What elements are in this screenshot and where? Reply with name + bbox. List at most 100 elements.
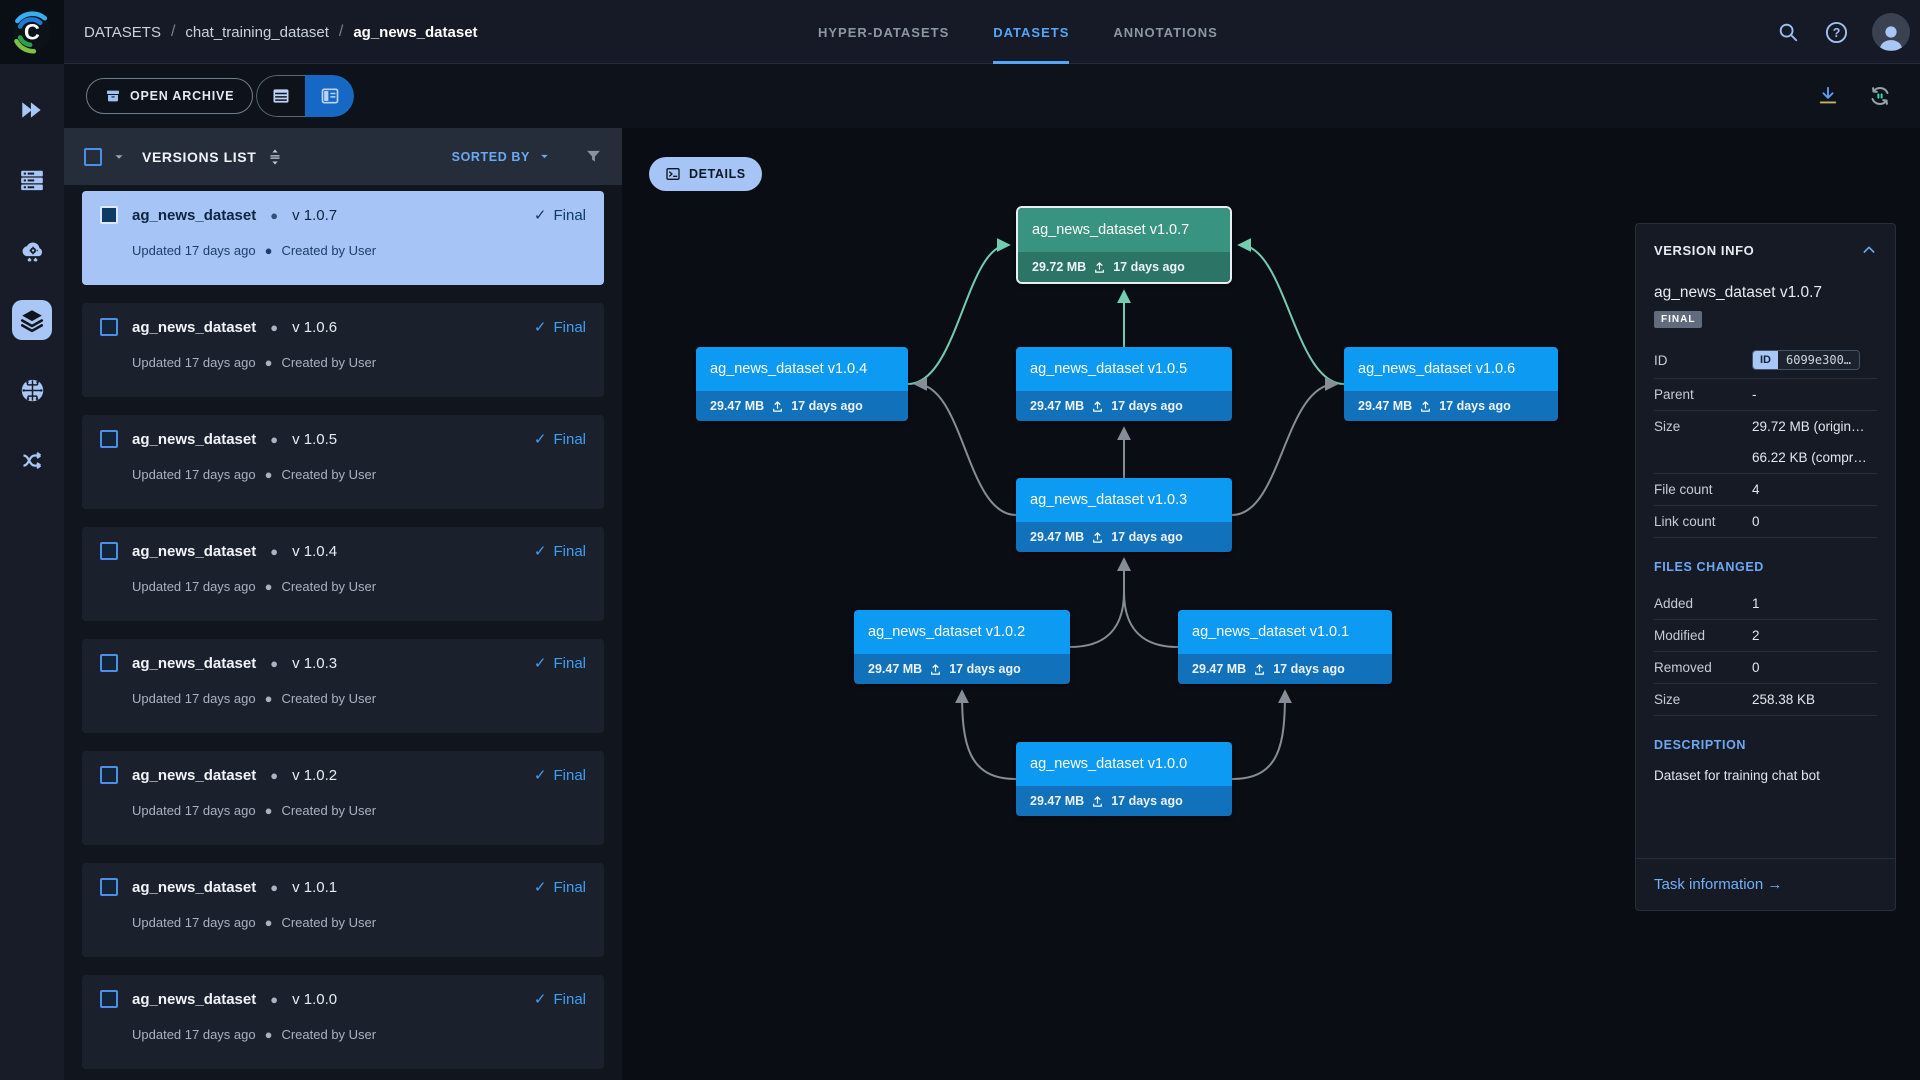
sidebar-item-models[interactable] — [12, 370, 52, 410]
toolbar-right-icons — [1816, 64, 1892, 128]
app-logo[interactable]: C — [0, 0, 64, 64]
details-button[interactable]: DETAILS — [649, 157, 762, 191]
version-item-meta: Updated 17 days ago●Created by User — [132, 467, 377, 482]
breadcrumb-root[interactable]: DATASETS — [84, 23, 161, 41]
version-item-name: ag_news_dataset — [132, 206, 257, 224]
auto-refresh-icon[interactable] — [1868, 84, 1892, 108]
breadcrumb-project[interactable]: chat_training_dataset — [185, 23, 329, 41]
version-checkbox[interactable] — [100, 878, 118, 896]
tab-hyper-datasets[interactable]: HYPER-DATASETS — [818, 24, 950, 40]
version-item-name: ag_news_dataset — [132, 766, 257, 784]
version-status: ✓Final — [533, 878, 586, 897]
dot-separator: ● — [270, 543, 279, 559]
main-area: OPEN ARCHIVE — [64, 64, 1920, 1080]
double-chevron-icon — [22, 102, 41, 118]
upload-icon — [1095, 261, 1105, 273]
id-value-pill[interactable]: ID 6099e300… — [1752, 350, 1861, 370]
filter-icon[interactable] — [585, 148, 602, 165]
open-archive-button[interactable]: OPEN ARCHIVE — [86, 78, 254, 114]
top-tabs: HYPER-DATASETS DATASETS ANNOTATIONS — [818, 0, 1218, 64]
link-count-label: Link count — [1654, 514, 1716, 529]
sidebar-item-pipelines[interactable] — [12, 440, 52, 480]
description-text: Dataset for training chat bot — [1654, 768, 1820, 783]
collapse-rows-icon[interactable] — [266, 148, 284, 166]
version-item-name: ag_news_dataset — [132, 990, 257, 1008]
server-icon — [21, 170, 43, 191]
version-status: ✓Final — [533, 766, 586, 785]
table-view-button[interactable] — [256, 75, 305, 117]
version-item-meta: Updated 17 days ago●Created by User — [132, 243, 377, 258]
svg-text:?: ? — [1832, 25, 1840, 39]
split-view-button[interactable] — [305, 75, 354, 117]
sorted-by-label[interactable]: SORTED BY — [451, 149, 530, 164]
tab-datasets[interactable]: DATASETS — [993, 0, 1070, 64]
chevron-up-icon[interactable] — [1861, 242, 1877, 258]
upload-icon — [1093, 531, 1103, 543]
details-panel-icon — [666, 168, 680, 180]
select-all-checkbox[interactable] — [84, 147, 102, 166]
version-checkbox[interactable] — [100, 542, 118, 560]
sidebar-item-cloud[interactable] — [12, 230, 52, 270]
version-checkbox[interactable] — [100, 318, 118, 336]
breadcrumb: DATASETS / chat_training_dataset / ag_ne… — [84, 0, 478, 64]
version-item-meta: Updated 17 days ago●Created by User — [132, 1027, 377, 1042]
version-item-version: v 1.0.6 — [292, 318, 338, 336]
pipeline-icon — [22, 451, 41, 469]
version-checkbox[interactable] — [100, 206, 118, 224]
dot-separator: ● — [264, 579, 273, 594]
download-icon[interactable] — [1816, 84, 1840, 108]
version-checkbox[interactable] — [100, 654, 118, 672]
version-status: ✓Final — [533, 430, 586, 449]
version-item-version: v 1.0.7 — [292, 206, 338, 224]
table-view-icon — [273, 89, 289, 103]
upload-icon — [1093, 795, 1103, 807]
check-icon: ✓ — [533, 543, 547, 560]
user-avatar[interactable] — [1872, 13, 1910, 51]
check-icon: ✓ — [533, 879, 547, 896]
files-changed-rows: Added 1 Modified 2 Removed 0 Size 258.38… — [1654, 588, 1877, 716]
chevron-down-icon[interactable] — [538, 150, 551, 163]
version-item-meta: Updated 17 days ago●Created by User — [132, 579, 377, 594]
upload-icon — [1255, 663, 1265, 675]
sidebar-item-projects[interactable] — [12, 90, 52, 130]
svg-text:C: C — [24, 19, 40, 44]
search-icon[interactable] — [1776, 20, 1800, 44]
versions-list-header: VERSIONS LIST SORTED BY — [64, 128, 622, 185]
modified-label: Modified — [1654, 628, 1706, 643]
clearml-logo-icon: C — [12, 11, 52, 54]
modified-row: Modified 2 — [1654, 620, 1877, 652]
help-icon[interactable]: ? — [1824, 20, 1848, 44]
tab-annotations[interactable]: ANNOTATIONS — [1113, 24, 1218, 40]
sidebar-item-workers[interactable] — [12, 160, 52, 200]
version-checkbox[interactable] — [100, 430, 118, 448]
chevron-down-icon[interactable] — [112, 150, 126, 164]
version-checkbox[interactable] — [100, 766, 118, 784]
sidebar-item-datasets[interactable] — [12, 300, 52, 340]
size-row: Size 29.72 MB (origin… — [1654, 411, 1877, 442]
link-count-value: 0 — [1752, 514, 1760, 529]
version-status: ✓Final — [533, 542, 586, 561]
task-information-link[interactable]: Task information → — [1654, 876, 1783, 893]
graph-edge-v1.0.1-to-v1.0.3 — [1117, 557, 1179, 648]
version-checkbox[interactable] — [100, 990, 118, 1008]
final-badge: FINAL — [1654, 311, 1703, 328]
check-icon: ✓ — [533, 431, 547, 448]
